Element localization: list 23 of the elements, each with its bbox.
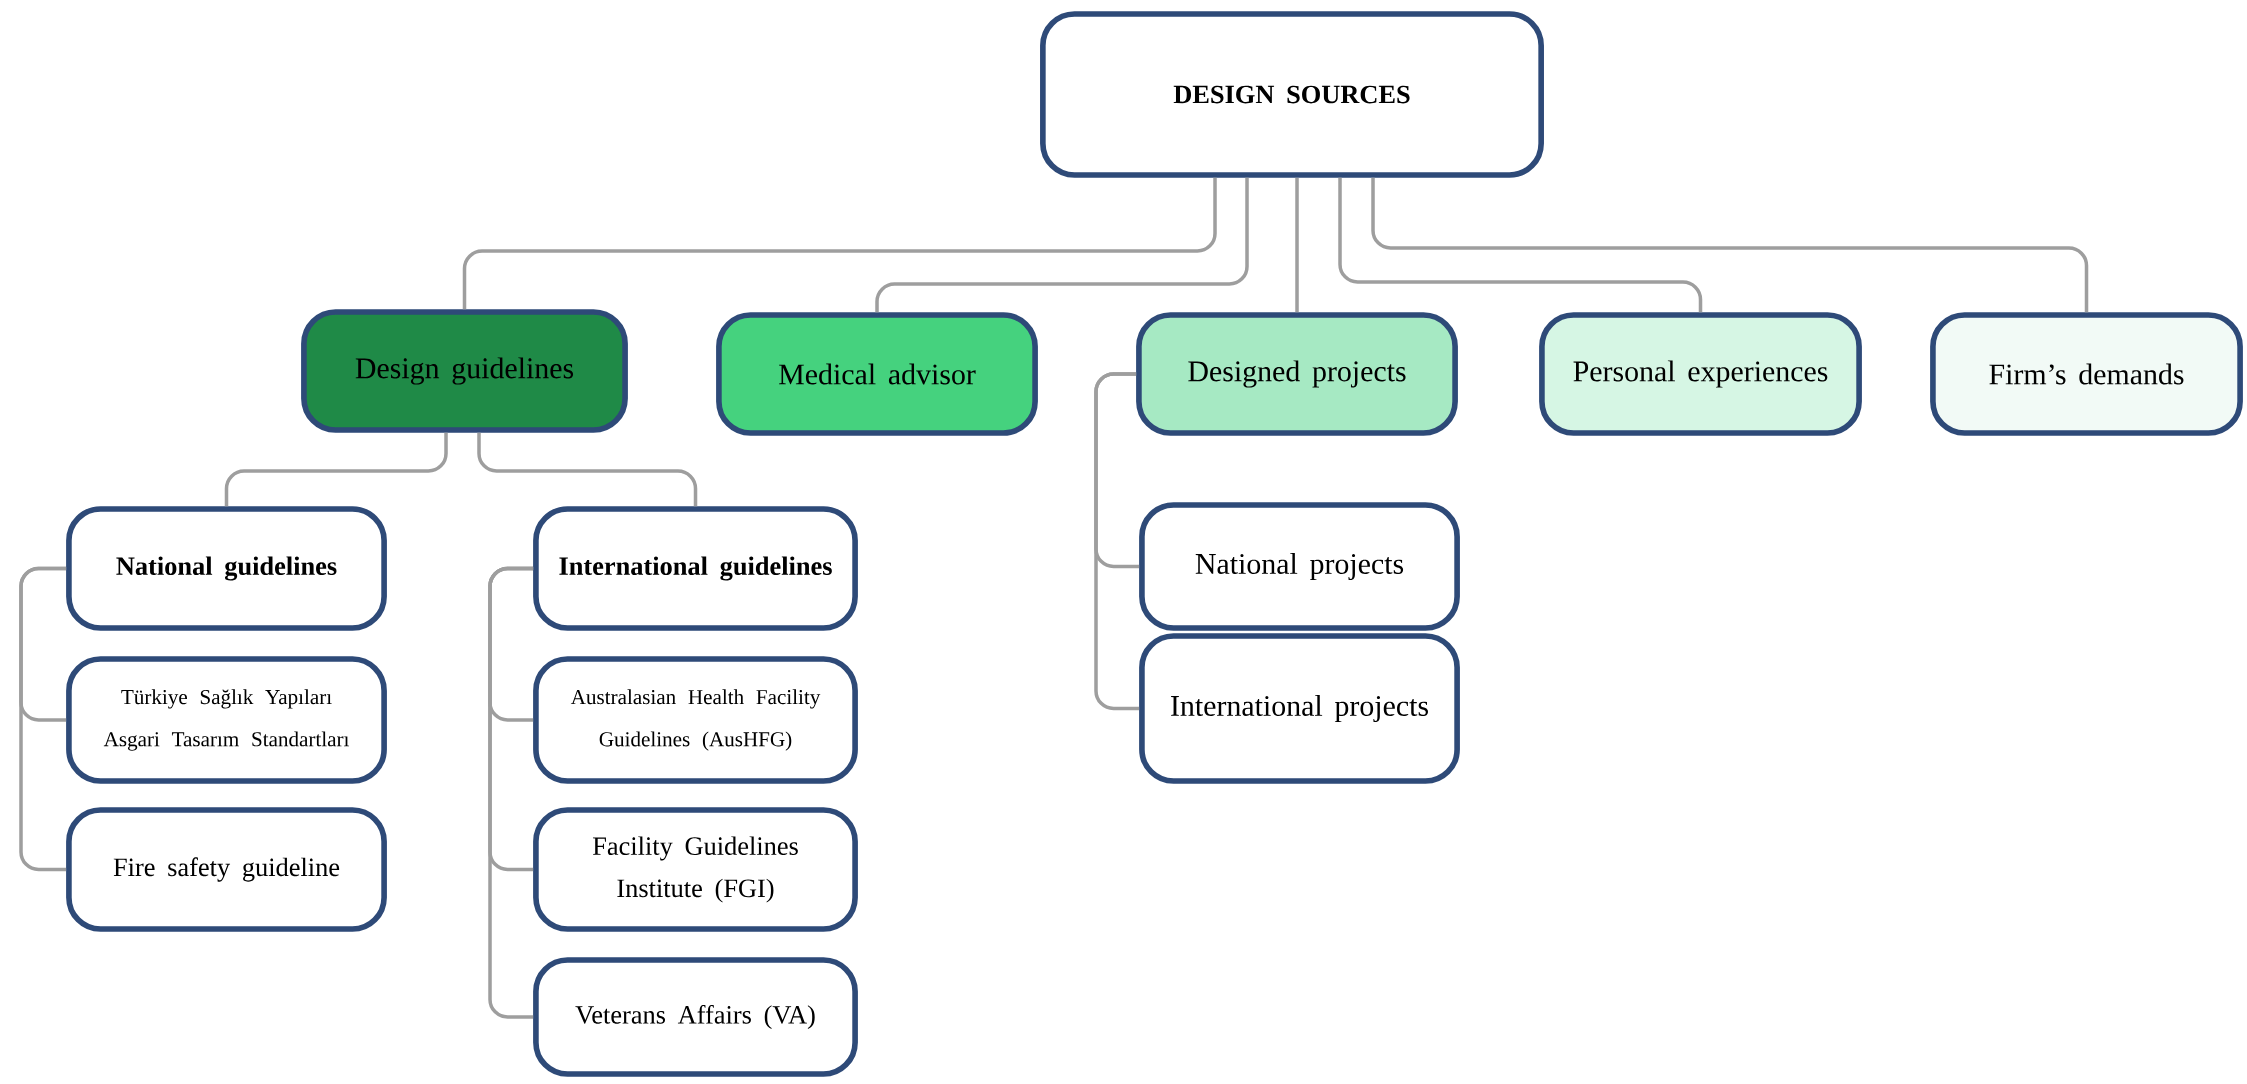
category-box: Design guidelines [301,309,628,433]
item-box: Veterans Affairs (VA) [533,957,858,1077]
category-box: Medical advisor [716,312,1038,436]
connector-line [477,432,698,507]
connector-line [1295,177,1299,313]
group-box: International guidelines [533,506,858,631]
item-box: Fire safety guideline [66,807,387,932]
connector-line [224,432,448,507]
connector-line [1094,372,1140,711]
connector-line [488,566,534,1019]
item-box: National projects [1139,502,1460,631]
category-box: Designed projects [1136,312,1458,436]
category-box: Firm’s demands [1930,312,2243,436]
group-box: National guidelines [66,506,387,631]
connector-line [19,566,67,872]
connector-line [462,177,1217,310]
item-box: Facility Guidelines Institute (FGI) [533,807,858,932]
root-box: DESIGN SOURCES [1040,11,1544,178]
category-box: Personal experiences [1539,312,1862,436]
item-box: International projects [1139,633,1460,784]
item-box: Türkiye Sağlık Yapıları Asgari Tasarım Standartları [66,656,387,784]
item-box: Australasian Health Facility Guidelines (AusHFG) [533,656,858,784]
connector-line [1371,177,2089,313]
